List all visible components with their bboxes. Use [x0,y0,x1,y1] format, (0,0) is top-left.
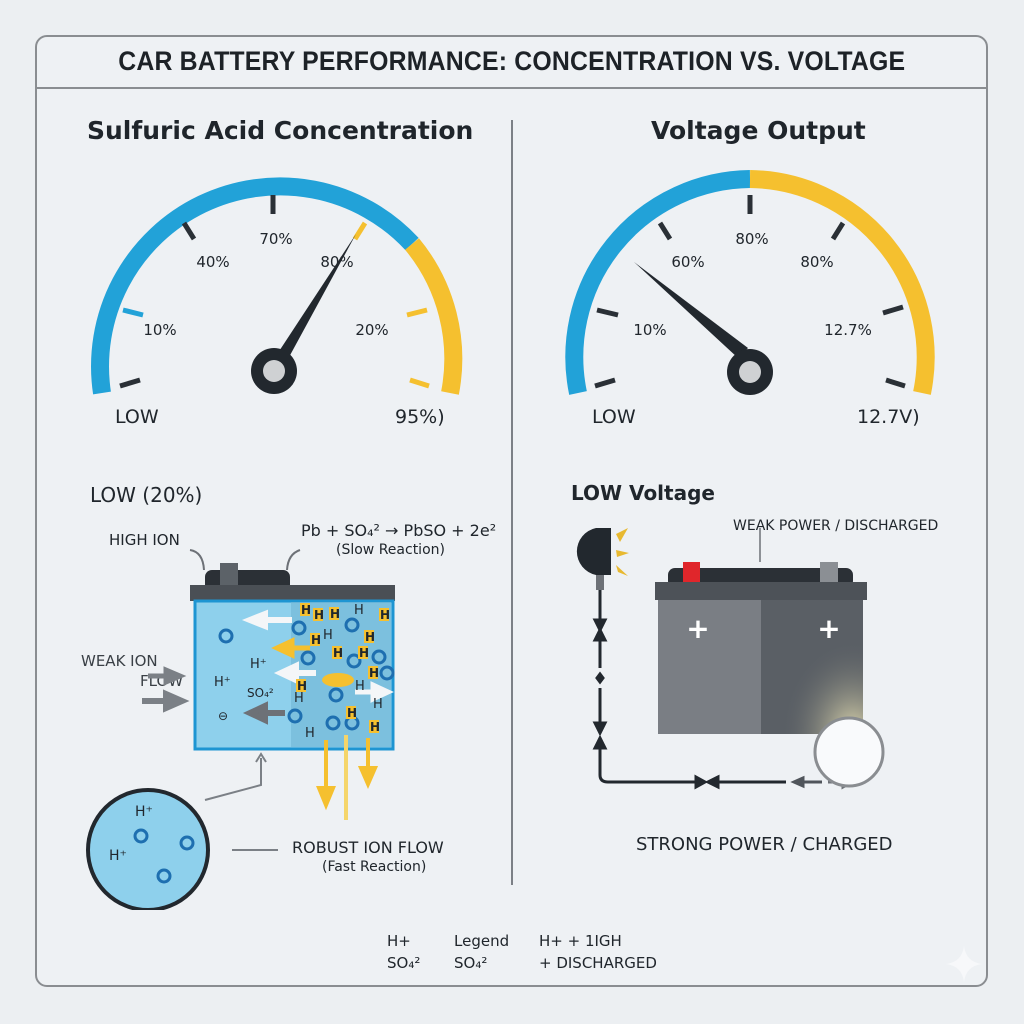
legend-so4: SO₄² [387,954,421,972]
magnified-ion-view: H⁺ H⁺ [86,788,278,910]
svg-text:H: H [347,706,357,720]
positive-terminal [683,562,700,582]
yellow-ion-labels: H H H H H H H H H H H H [296,603,390,734]
svg-text:H⁺: H⁺ [109,848,127,864]
plus-sign-right: + [817,612,840,645]
svg-text:H: H [369,666,379,680]
tick-label-1: 10% [633,321,666,339]
legend-title: Legend [454,932,510,950]
svg-text:H: H [323,628,333,643]
svg-text:H: H [297,679,307,693]
svg-text:H⁺: H⁺ [135,804,153,820]
page-title: CAR BATTERY PERFORMANCE: CONCENTRATION V… [117,45,906,76]
svg-text:⊖: ⊖ [218,709,228,723]
legend-col-1: H+ SO₄² [387,930,420,974]
svg-text:H: H [305,726,315,741]
tick-label-3: 70% [259,230,292,248]
weak-ion-label: WEAK ION [81,652,158,670]
gauge-min-label: LOW [115,406,159,428]
gauge-arc-blue [91,177,419,395]
svg-text:H: H [294,691,304,706]
tick-label-5: 12.7% [824,321,872,339]
reaction-equation: Pb + SO₄² → PbSO + 2e² [301,521,497,540]
svg-text:H⁺: H⁺ [250,657,267,672]
headlight-icon [576,528,611,575]
voltage-gauge: 10% 60% 80% 80% 12.7% LOW 12.7V) [565,170,935,428]
robust-ion-flow-label: ROBUST ION FLOW [292,838,444,857]
high-ion-label: HIGH ION [109,531,180,549]
svg-text:H⁺: H⁺ [214,675,231,690]
gauge-arc-yellow [749,170,935,395]
gauge-min-label: LOW [592,406,636,428]
gauge-arc-yellow [404,238,463,395]
panel-divider [511,120,513,885]
callout-line-left [189,549,205,571]
legend-high: H+ + 1IGH [539,932,622,950]
svg-text:H: H [314,608,324,622]
legend-discharged: + DISCHARGED [539,954,657,972]
concentration-heading: Sulfuric Acid Concentration [87,116,474,145]
magnifier-connector [204,758,262,801]
tick-label-1: 10% [143,321,176,339]
tick-label-2: 40% [196,253,229,271]
svg-text:H: H [333,646,343,660]
gauge-needle [634,262,748,358]
svg-text:H: H [373,697,383,712]
legend-so4-2: SO₄² [454,954,488,972]
battery-lid [190,585,395,601]
gauge-max-label: 95%) [395,406,445,428]
light-rays-icon [616,528,629,576]
magnifier-circle [86,788,210,910]
sparkle-icon [946,946,982,982]
ion-labels: H⁺ H⁺ SO₄² ⊖ H H H H H H [214,603,383,741]
gauge-hub-center [739,361,761,383]
fast-reaction-note: (Fast Reaction) [322,859,427,875]
weak-power-label: WEAK POWER / DISCHARGED [733,518,939,534]
battery-lid [655,582,867,600]
legend-col-2: Legend SO₄² [454,930,509,974]
svg-text:H: H [370,720,380,734]
reaction-note: (Slow Reaction) [336,542,445,558]
svg-text:H: H [365,630,375,644]
concentration-gauge: 10% 40% 70% 80% 20% LOW 95%) [91,177,463,428]
ion-flow-arrows [142,609,394,820]
gauge-max-label: 12.7V) [857,406,920,428]
negative-terminal [820,562,838,582]
tick-label-4: 80% [320,253,353,271]
battery-terminal [220,563,238,585]
gauge-hub-center [263,360,285,382]
svg-text:H: H [354,603,364,618]
svg-text:H: H [355,679,365,694]
svg-text:SO₄²: SO₄² [247,686,274,700]
tick-label-3: 80% [735,230,768,248]
svg-text:H: H [359,646,369,660]
tick-label-4: 80% [800,253,833,271]
strong-power-label: STRONG POWER / CHARGED [636,834,893,855]
tick-label-5: 20% [355,321,388,339]
battery-cell-left [658,600,761,734]
svg-text:H: H [380,608,390,622]
tick-label-2: 60% [671,253,704,271]
acid-battery-diagram: H⁺ H⁺ SO₄² ⊖ H H H H H H H H H H H H H H… [142,549,395,820]
legend-h-plus: H+ [387,932,411,950]
plus-sign-left: + [686,612,709,645]
legend-col-3: H+ + 1IGH + DISCHARGED [539,930,657,974]
svg-text:H: H [330,607,340,621]
svg-text:H: H [301,603,311,617]
bulb-lit-icon [813,716,885,788]
title-bar: CAR BATTERY PERFORMANCE: CONCENTRATION V… [35,35,988,89]
voltage-battery-diagram: + + [576,528,885,790]
concentration-section-label: LOW (20%) [90,483,203,507]
voltage-heading: Voltage Output [651,116,866,145]
gauge-arc-blue [565,170,751,395]
voltage-section-label: LOW Voltage [571,481,715,505]
ion-particles [218,617,395,731]
callout-line-right [286,549,301,571]
gauge-needle [270,234,356,370]
svg-text:H: H [311,633,321,647]
